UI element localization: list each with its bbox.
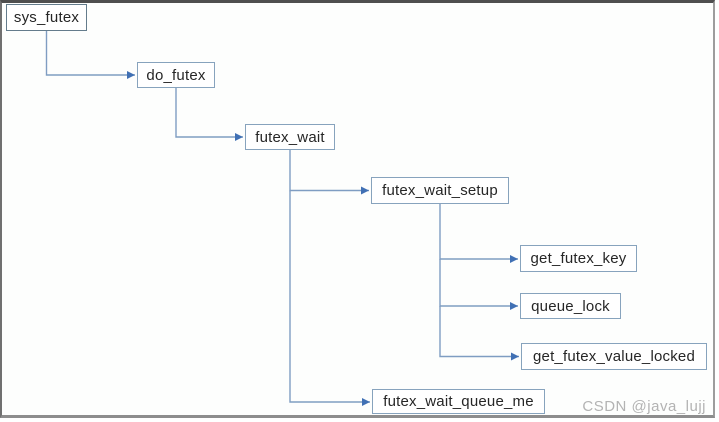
node-get-futex-value-locked: get_futex_value_locked [521, 343, 707, 370]
node-futex-wait-queue-me: futex_wait_queue_me [372, 389, 545, 414]
node-do-futex: do_futex [137, 62, 215, 88]
node-queue-lock: queue_lock [520, 293, 621, 319]
csdn-watermark: CSDN @java_lujj [582, 398, 706, 415]
node-sys-futex: sys_futex [6, 4, 87, 31]
node-futex-wait-setup: futex_wait_setup [371, 177, 509, 204]
node-futex-wait: futex_wait [245, 124, 335, 150]
node-get-futex-key: get_futex_key [520, 245, 637, 272]
